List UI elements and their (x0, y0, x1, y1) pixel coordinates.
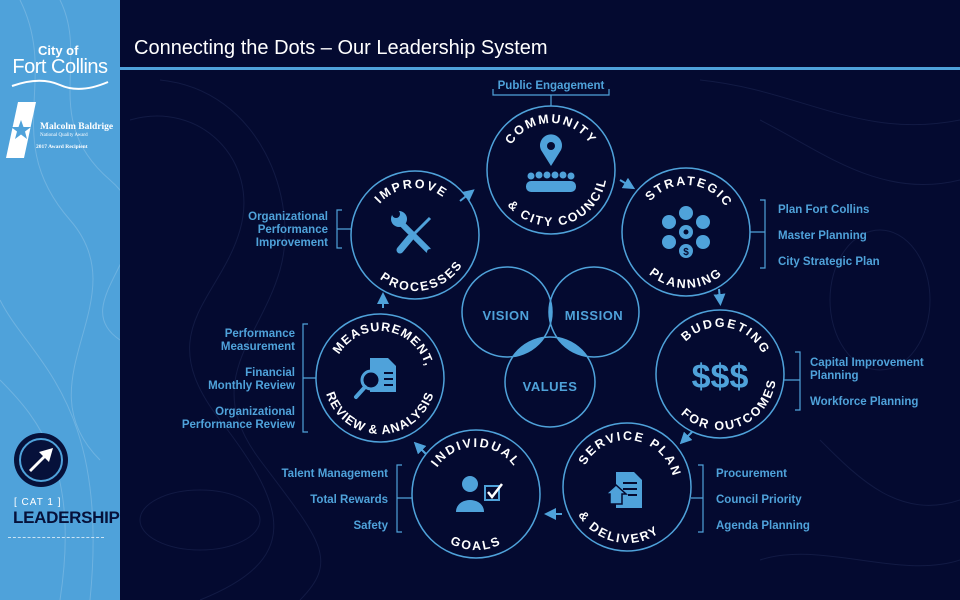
city-logo-small: City of (38, 43, 79, 58)
label-financial: Financial (245, 367, 295, 379)
label-procurement: Procurement (716, 468, 787, 480)
baldrige-award-logo: Malcolm Baldrige National Quality Award … (6, 102, 118, 162)
label-workforce-planning: Workforce Planning (810, 396, 918, 408)
award-sub: National Quality Award (40, 133, 88, 138)
cycle-arrows (377, 177, 726, 520)
label-org-performance: Performance (258, 224, 328, 236)
label-capital-improvement: Capital Improvement (810, 357, 924, 369)
svg-text:$: $ (683, 247, 689, 258)
title-underline (120, 67, 960, 70)
dollar-signs-icon: $$$ (692, 358, 749, 396)
arrow-strategic-to-budgeting (713, 288, 726, 306)
individual-bottom-text: GOALS (449, 534, 504, 554)
label-monthly-review: Monthly Review (208, 380, 295, 392)
vision-circle (461, 266, 553, 358)
arrow-improve-to-community (459, 189, 475, 202)
label-org-improvement: Improvement (256, 237, 328, 249)
city-logo-wave (11, 79, 109, 90)
mission-label: MISSION (565, 308, 623, 323)
label-performance: Performance (225, 328, 295, 340)
values-label: VALUES (523, 379, 578, 394)
location-people-icon (526, 134, 576, 192)
label-total-rewards: Total Rewards (310, 494, 388, 506)
baldrige-star-icon (6, 102, 36, 158)
label-safety: Safety (353, 520, 388, 532)
venn-diagram: VISION MISSION VALUES (461, 266, 640, 428)
budgeting-circle (655, 309, 785, 439)
arrow-up-right-circle-icon (14, 433, 68, 487)
arrow-community-to-strategic (619, 177, 636, 190)
label-council-priority: Council Priority (716, 494, 802, 506)
divider (8, 537, 104, 538)
magnifier-document-icon (354, 358, 396, 399)
sidebar: City of Fort Collins Malcolm Baldrige Na… (0, 0, 120, 600)
label-brackets (302, 89, 801, 533)
mission-circle (548, 266, 640, 358)
label-organizational: Organizational (215, 406, 295, 418)
label-org-organizational: Organizational (248, 211, 328, 223)
label-performance-measurement: Measurement (221, 341, 295, 353)
label-master-planning: Master Planning (778, 230, 867, 242)
arrow-budgeting-to-service (679, 431, 693, 445)
label-performance-review: Performance Review (182, 419, 295, 431)
label-plan-fort-collins: Plan Fort Collins (778, 204, 869, 216)
vision-label: VISION (482, 308, 529, 323)
category-label: [ CAT 1 ] (14, 497, 62, 508)
values-circle (504, 336, 596, 428)
document-house-icon (604, 472, 642, 508)
strategy-cluster-icon: $ (662, 206, 710, 258)
background-contours (129, 79, 960, 600)
label-public-engagement: Public Engagement (498, 80, 605, 92)
label-city-strategic-plan: City Strategic Plan (778, 256, 880, 268)
slide-title: Connecting the Dots – Our Leadership Sys… (134, 37, 548, 59)
person-check-icon (456, 476, 503, 512)
label-capital-improvement-planning: Planning (810, 370, 859, 382)
label-agenda-planning: Agenda Planning (716, 520, 810, 532)
individual-goals-circle (411, 429, 541, 559)
city-logo-big: Fort Collins (12, 56, 108, 78)
wrench-screwdriver-icon (391, 210, 433, 255)
arrow-individual-to-measurement (413, 441, 427, 455)
award-name: Malcolm Baldrige (40, 122, 114, 132)
category-title: LEADERSHIP (13, 508, 120, 527)
award-year: 2017 Award Recipient (36, 144, 88, 150)
label-talent-management: Talent Management (282, 468, 389, 480)
city-logo: City of Fort Collins (10, 44, 110, 95)
